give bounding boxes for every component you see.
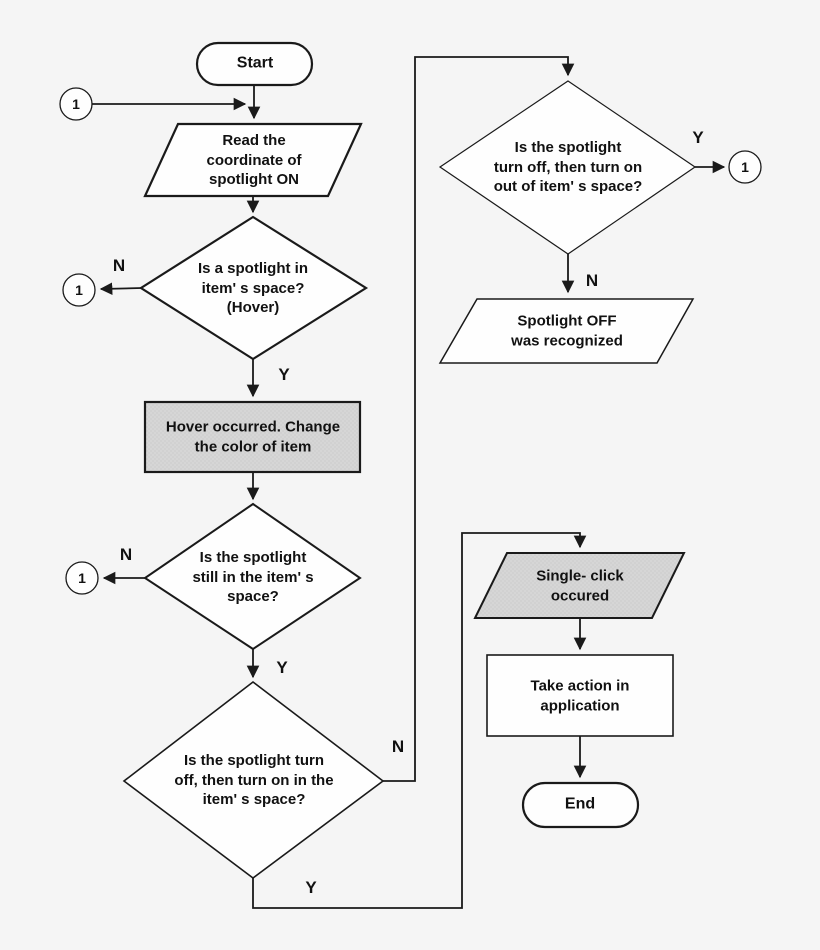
edge-label-turnoff-in-yes: Y xyxy=(305,877,317,897)
hover-occurred-node xyxy=(143,400,362,474)
connector-out-yes-label: 1 xyxy=(741,158,749,175)
end-label: End xyxy=(564,795,596,813)
end-node xyxy=(521,781,640,829)
decision-turnoff-in-node xyxy=(122,680,385,879)
connector-top-left-label: 1 xyxy=(72,95,80,112)
spotlight-off-node xyxy=(438,298,695,364)
single-click-node xyxy=(473,552,686,619)
edge-label-turnoff-in-no: N xyxy=(391,736,405,756)
decision-still-node xyxy=(143,502,362,651)
start-node xyxy=(195,41,314,87)
edge-decision-hover-no xyxy=(99,282,143,296)
decision-still-label: Is the spotlight still in the item' s sp… xyxy=(192,548,314,605)
decision-turnoff-out-node xyxy=(438,80,697,255)
edge-label-hover-no: N xyxy=(112,255,126,275)
take-action-node xyxy=(486,654,674,737)
connector-still-no-node xyxy=(65,561,99,595)
edge-label-still-yes: Y xyxy=(276,657,288,677)
read-coordinate-node xyxy=(143,122,363,198)
connector-top-left-node xyxy=(59,87,93,121)
decision-hover-label: Is a spotlight in item' s space? (Hover) xyxy=(197,259,309,316)
edge-label-hover-yes: Y xyxy=(278,364,290,384)
connector-still-no-label: 1 xyxy=(78,569,86,586)
decision-turnoff-out-label: Is the spotlight turn off, then turn on … xyxy=(493,138,643,195)
edge-label-still-no: N xyxy=(119,544,133,564)
connector-out-yes-node xyxy=(728,150,762,184)
edge-decision-turnoff-in-no xyxy=(383,56,575,782)
decision-turnoff-in-label: Is the spotlight turn off, then turn on … xyxy=(174,751,334,808)
read-coordinate-label: Read the coordinate of spotlight ON xyxy=(206,131,302,188)
spotlight-off-label: Spotlight OFF was recognized xyxy=(511,312,623,350)
decision-hover-node xyxy=(138,215,369,361)
hover-occurred-label: Hover occurred. Change the color of item xyxy=(165,418,341,456)
connector-hover-no-node xyxy=(62,273,96,307)
connector-hover-no-label: 1 xyxy=(75,281,83,298)
start-label: Start xyxy=(236,54,274,72)
take-action-label: Take action in application xyxy=(530,677,630,715)
single-click-label: Single- click occured xyxy=(536,567,624,605)
edge-label-turnoff-out-yes: Y xyxy=(692,127,704,147)
edge-decision-turnoff-in-yes xyxy=(252,532,587,909)
edge-label-turnoff-out-no: N xyxy=(585,270,599,290)
